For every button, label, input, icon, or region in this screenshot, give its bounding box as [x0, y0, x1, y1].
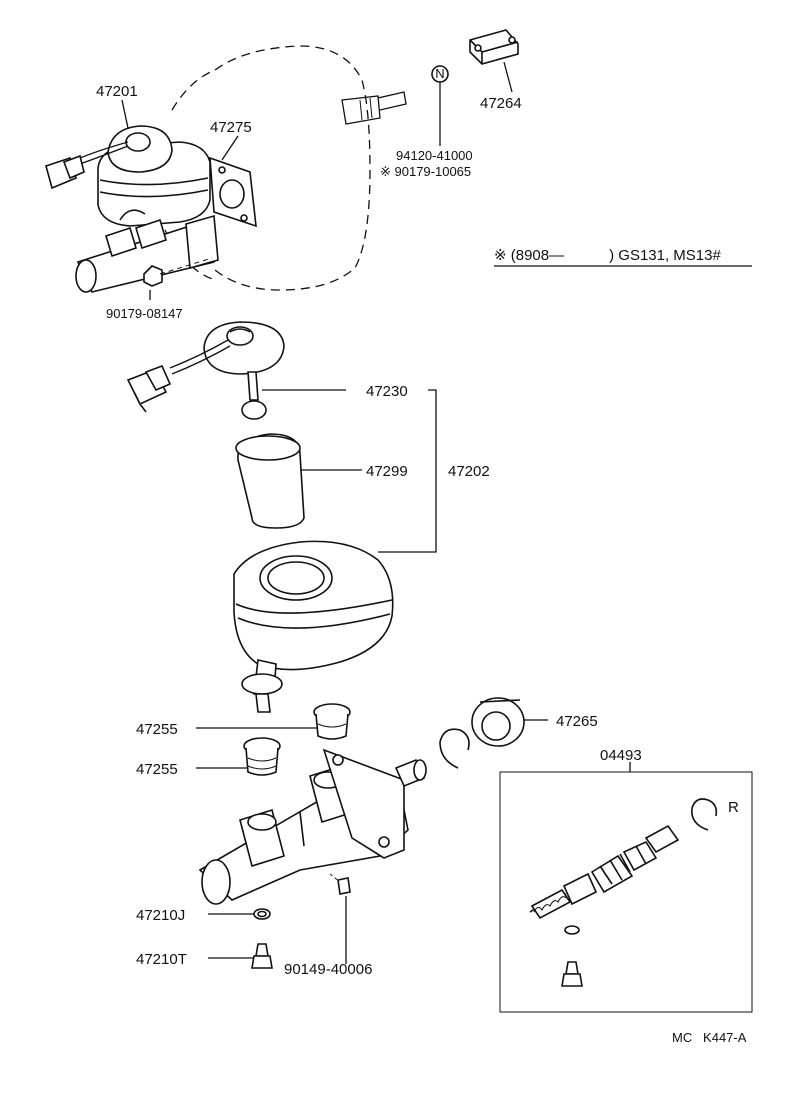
- label-47230: 47230: [366, 383, 408, 400]
- label-04493: 04493: [600, 747, 642, 764]
- master-cylinder-body: [198, 748, 427, 905]
- label-90179-08147: 90179-08147: [106, 306, 183, 321]
- label-47299: 47299: [366, 463, 408, 480]
- n-marker: N: [431, 65, 449, 146]
- grommet-47255-a: [313, 703, 351, 740]
- label-47202: 47202: [448, 463, 490, 480]
- diagram-code: MC K447-A: [672, 1030, 747, 1045]
- n-marker-text: N: [435, 66, 444, 81]
- bleeder-47210t: [251, 943, 273, 969]
- part-labels: 47201 47275 47264 94120-41000 ※ 90179-10…: [96, 83, 642, 978]
- label-47264: 47264: [480, 95, 522, 112]
- clevis-47264: [469, 29, 519, 93]
- label-90179-10065: ※ 90179-10065: [380, 164, 471, 179]
- seal-47265: [471, 697, 525, 747]
- o-ring-47210j: [253, 908, 271, 920]
- applicability-note: ※ (8908― ) GS131, MS13#: [494, 247, 721, 264]
- label-47265: 47265: [556, 713, 598, 730]
- label-94120-41000: 94120-41000: [396, 148, 473, 163]
- leader-lines: [121, 99, 752, 964]
- label-47255-a: 47255: [136, 721, 178, 738]
- label-47201: 47201: [96, 83, 138, 100]
- kit-box-04493: R: [499, 762, 753, 1013]
- label-90149-40006: 90149-40006: [284, 961, 372, 978]
- label-47210t: 47210T: [136, 951, 187, 968]
- label-47210j: 47210J: [136, 907, 185, 924]
- note-text: (8908― ) GS131, MS13#: [511, 247, 722, 264]
- strainer-47299: [235, 433, 305, 529]
- reservoir-cap-47230: [126, 321, 285, 420]
- svg-text:※ (8908― ) GS131, MS13: ※ (8908― ) GS131, MS13#: [494, 247, 721, 264]
- note-mark: ※: [494, 247, 507, 264]
- label-47255-b: 47255: [136, 761, 178, 778]
- master-cylinder-assembly-top: [45, 125, 257, 293]
- label-47275: 47275: [210, 119, 252, 136]
- grommet-47255-b: [243, 737, 281, 776]
- snap-ring: [439, 728, 470, 769]
- reservoir-47202: [233, 540, 394, 713]
- kit-mark: R: [728, 799, 739, 816]
